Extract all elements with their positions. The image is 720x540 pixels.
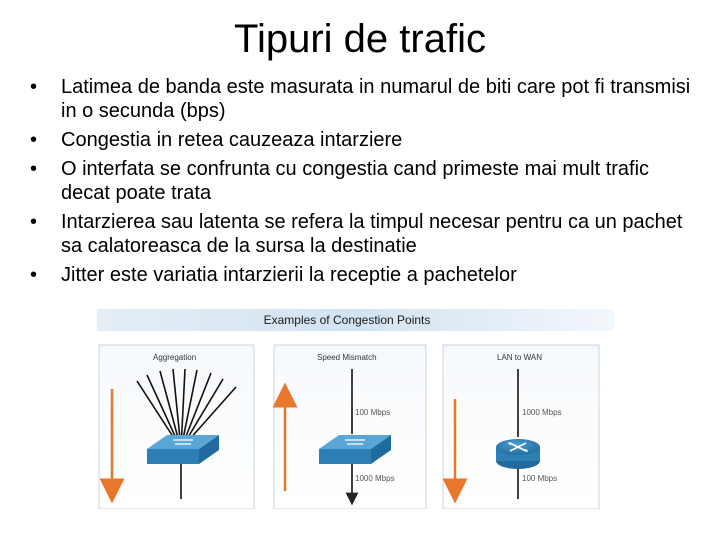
slide-title: Tipuri de trafic (234, 17, 486, 61)
figure-header-band (97, 309, 614, 331)
switch-icon (319, 435, 391, 464)
bullet-item: • O interfata se confrunta cu congestia c… (28, 157, 698, 205)
bottom-rate-label: 100 Mbps (522, 474, 557, 483)
top-rate-label: 100 Mbps (355, 408, 390, 417)
bullet-item: • Congestia in retea cauzeaza intarziere (28, 128, 698, 152)
bullet-marker: • (30, 211, 38, 233)
panel-speed-mismatch: Speed Mismatch 100 Mbps 1000 Mbps (272, 344, 427, 509)
bullet-text: Latimea de banda este masurata in numaru… (61, 76, 691, 122)
bullet-marker: • (30, 76, 38, 98)
bullet-marker: • (30, 264, 38, 286)
bullet-item: • Intarzierea sau latenta se refera la ti… (28, 210, 698, 258)
bullet-list: • Latimea de banda este masurata in numar… (28, 75, 698, 292)
bullet-text: O interfata se confrunta cu congestia ca… (61, 158, 650, 204)
panel-lan-to-wan: LAN to WAN 1000 Mbps 100 Mbps (442, 344, 600, 509)
congestion-figure: Examples of Congestion Points Aggregatio… (97, 309, 614, 509)
panel-label: Speed Mismatch (317, 353, 377, 362)
panel-label: Aggregation (153, 353, 196, 362)
bullet-text: Congestia in retea cauzeaza intarziere (61, 129, 403, 151)
top-rate-label: 1000 Mbps (522, 408, 562, 417)
panel-label: LAN to WAN (497, 353, 542, 362)
bottom-rate-label: 1000 Mbps (355, 474, 395, 483)
bullet-marker: • (30, 158, 38, 180)
bullet-text: Jitter este variatia intarzierii la rece… (61, 264, 517, 286)
bullet-marker: • (30, 129, 38, 151)
bullet-item: • Latimea de banda este masurata in numar… (28, 75, 698, 123)
figure-header: Examples of Congestion Points (264, 313, 431, 327)
router-icon (496, 439, 540, 469)
panel-aggregation: Aggregation (98, 344, 255, 509)
bullet-text: Intarzierea sau latenta se refera la tim… (61, 211, 683, 257)
switch-icon (147, 435, 219, 464)
bullet-item: • Jitter este variatia intarzierii la rec… (28, 263, 698, 287)
